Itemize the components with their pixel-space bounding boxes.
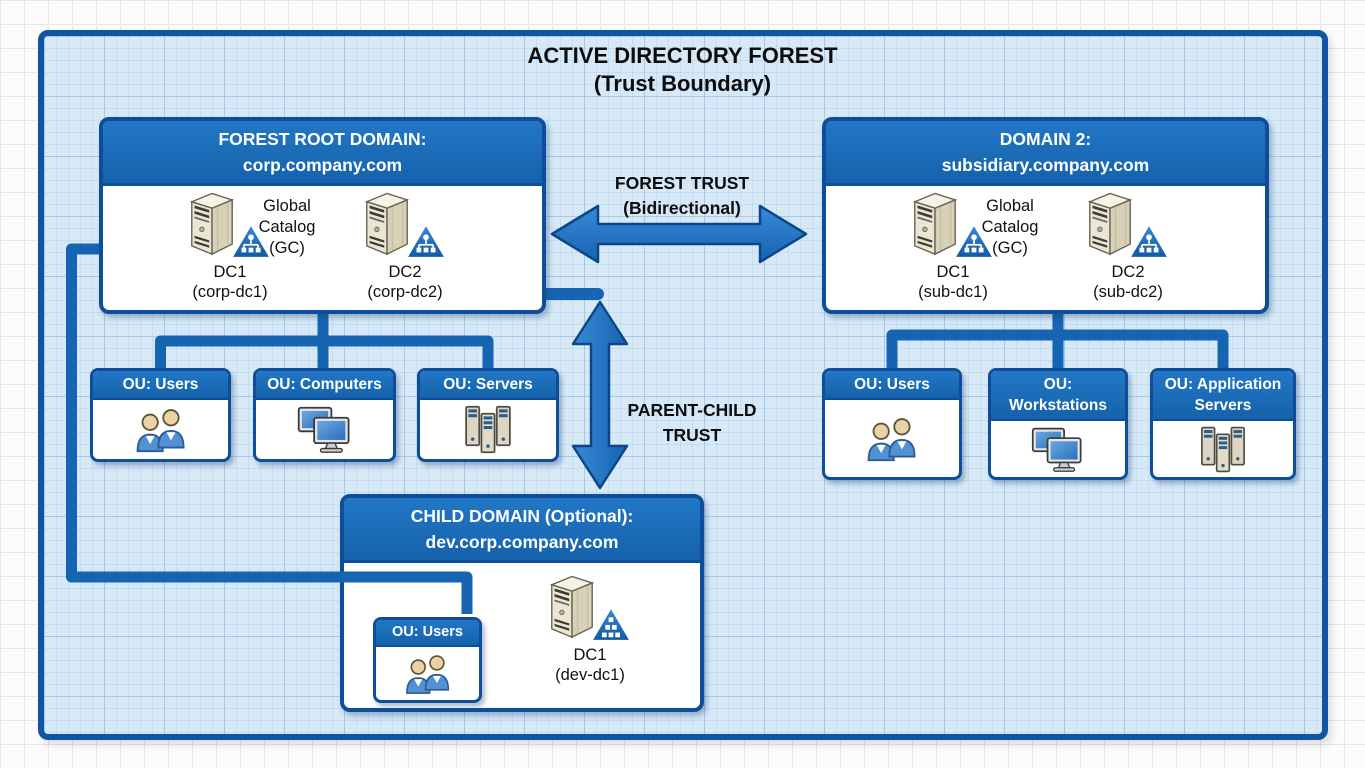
ou-header: OU: Workstations [991, 371, 1125, 421]
parent-child-trust-label: PARENT-CHILD TRUST [612, 398, 772, 448]
dc-hostname: (sub-dc2) [1093, 283, 1163, 301]
child-domain-box: CHILD DOMAIN (Optional): dev.corp.compan… [340, 494, 704, 712]
servers-icon [1196, 425, 1250, 474]
users-icon [863, 415, 921, 462]
ou-header: OU: Users [376, 620, 479, 647]
dc-name: DC2 [1111, 263, 1145, 281]
forest-trust-label-line1: FOREST TRUST [614, 173, 750, 193]
parent-child-trust-line1: PARENT-CHILD [627, 400, 757, 420]
diagram-title-line2: (Trust Boundary) [593, 71, 772, 96]
users-icon [132, 406, 190, 453]
domain-controller-icon [542, 571, 638, 645]
forest-root-domain-box: FOREST ROOT DOMAIN: corp.company.com DC1… [99, 117, 546, 314]
dc-hostname: (corp-dc2) [367, 283, 443, 301]
parent-child-trust-line2: TRUST [662, 425, 722, 445]
forest-root-domain-title: FOREST ROOT DOMAIN: [218, 129, 427, 149]
ou-header: OU: Computers [256, 371, 393, 400]
dc-group-sub-dc1: DC1 (sub-dc1) [898, 188, 1008, 302]
forest-trust-label: FOREST TRUST (Bidirectional) [556, 171, 808, 221]
ou-box-child-users: OU: Users [373, 617, 482, 703]
ou-box-domain2-app-servers: OU: Application Servers [1150, 368, 1296, 480]
ou-header: OU: Servers [420, 371, 556, 400]
domain-controller-icon [1080, 188, 1176, 262]
dc-name: DC2 [388, 263, 422, 281]
diagram-title-line1: ACTIVE DIRECTORY FOREST [527, 43, 838, 68]
domain2-title: DOMAIN 2: [999, 129, 1092, 149]
domain-controller-icon [357, 188, 453, 262]
child-domain-title: CHILD DOMAIN (Optional): [410, 506, 634, 526]
forest-root-domain-header: FOREST ROOT DOMAIN: corp.company.com [103, 121, 542, 186]
ou-header: OU: Users [825, 371, 959, 400]
forest-trust-label-line2: (Bidirectional) [623, 198, 741, 218]
computers-icon [296, 405, 354, 454]
ou-box-domain2-workstations: OU: Workstations [988, 368, 1128, 480]
dc-hostname: (sub-dc1) [918, 283, 988, 301]
servers-icon [460, 404, 516, 455]
dc-group-corp-dc1: DC1 (corp-dc1) [175, 188, 285, 302]
domain2-box: DOMAIN 2: subsidiary.company.com DC1 (su… [822, 117, 1269, 314]
domain2-header: DOMAIN 2: subsidiary.company.com [826, 121, 1265, 186]
ou-header: OU: Users [93, 371, 228, 400]
ou-box-root-users: OU: Users [90, 368, 231, 462]
ou-box-root-servers: OU: Servers [417, 368, 559, 462]
computers-icon [1030, 426, 1086, 473]
dc-name: DC1 [213, 263, 247, 281]
dc-group-corp-dc2: DC2 (corp-dc2) [350, 188, 460, 302]
diagram-title: ACTIVE DIRECTORY FOREST (Trust Boundary) [0, 42, 1365, 98]
users-icon [402, 652, 454, 695]
global-catalog-label: Global Catalog (GC) [258, 197, 316, 257]
child-domain-header: CHILD DOMAIN (Optional): dev.corp.compan… [344, 498, 700, 563]
dc-hostname: (dev-dc1) [555, 666, 625, 684]
ou-box-root-computers: OU: Computers [253, 368, 396, 462]
sites-triangle-icon [590, 605, 632, 643]
dc-group-dev-dc1: DC1 (dev-dc1) [535, 571, 645, 685]
global-catalog-label: Global Catalog (GC) [981, 197, 1039, 257]
dc-hostname: (corp-dc1) [192, 283, 268, 301]
ou-box-domain2-users: OU: Users [822, 368, 962, 480]
ou-header: OU: Application Servers [1153, 371, 1293, 421]
dc-group-sub-dc2: DC2 (sub-dc2) [1073, 188, 1183, 302]
child-domain-fqdn: dev.corp.company.com [425, 532, 619, 552]
dc-name: DC1 [573, 646, 607, 664]
sites-triangle-icon [1128, 222, 1170, 260]
dc-name: DC1 [936, 263, 970, 281]
forest-root-domain-fqdn: corp.company.com [242, 155, 403, 175]
sites-triangle-icon [405, 222, 447, 260]
domain2-fqdn: subsidiary.company.com [941, 155, 1150, 175]
